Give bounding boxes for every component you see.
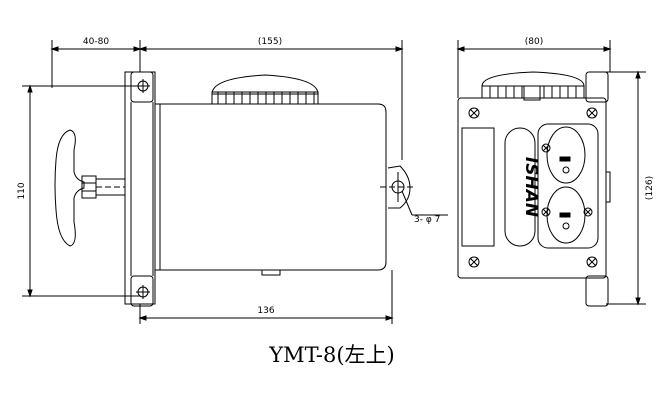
side-clip <box>523 85 541 101</box>
dim-base-length: 136 <box>257 306 274 316</box>
side-view <box>456 40 646 307</box>
screw-bottom-right <box>586 256 598 268</box>
side-tab <box>605 171 611 203</box>
mounting-plate <box>124 71 156 305</box>
logo-plate <box>504 127 536 247</box>
bottom-tab <box>261 269 281 276</box>
dim-side-height: (126) <box>645 176 655 200</box>
brand-logo: ISHAN <box>521 157 541 217</box>
terminal-screw-1 <box>541 143 551 153</box>
nameplate <box>461 127 495 247</box>
dim-side-width: (80) <box>525 37 543 47</box>
screw-bottom-left <box>468 256 480 268</box>
drawing-caption: YMT-8(左上) <box>268 343 395 367</box>
knurled-ring <box>211 91 319 105</box>
mount-ear-bottom <box>130 275 154 307</box>
side-hole-ear <box>387 165 411 209</box>
side-knurled-ring <box>481 85 585 99</box>
terminal-screw-2 <box>541 207 551 217</box>
dim-overall-length: (155) <box>258 37 282 47</box>
terminal-top <box>546 126 586 184</box>
hole-leader <box>401 190 413 216</box>
terminal-window <box>537 123 599 249</box>
terminal-screw-3 <box>583 207 593 217</box>
dim-lever-offset: 40-80 <box>83 37 109 47</box>
mount-ear-top <box>130 71 154 103</box>
top-cap <box>211 74 319 95</box>
side-top-cap <box>481 71 585 87</box>
screw-top-right <box>586 107 598 119</box>
side-bracket-top <box>585 71 609 103</box>
dim-hole-spec: 3- φ 7 <box>414 215 440 225</box>
front-view <box>22 40 448 324</box>
dim-height: 110 <box>17 182 27 199</box>
screw-top-left <box>468 107 480 119</box>
t-handle <box>54 129 85 247</box>
switch-body <box>154 103 387 271</box>
side-bracket-bottom <box>585 275 609 307</box>
